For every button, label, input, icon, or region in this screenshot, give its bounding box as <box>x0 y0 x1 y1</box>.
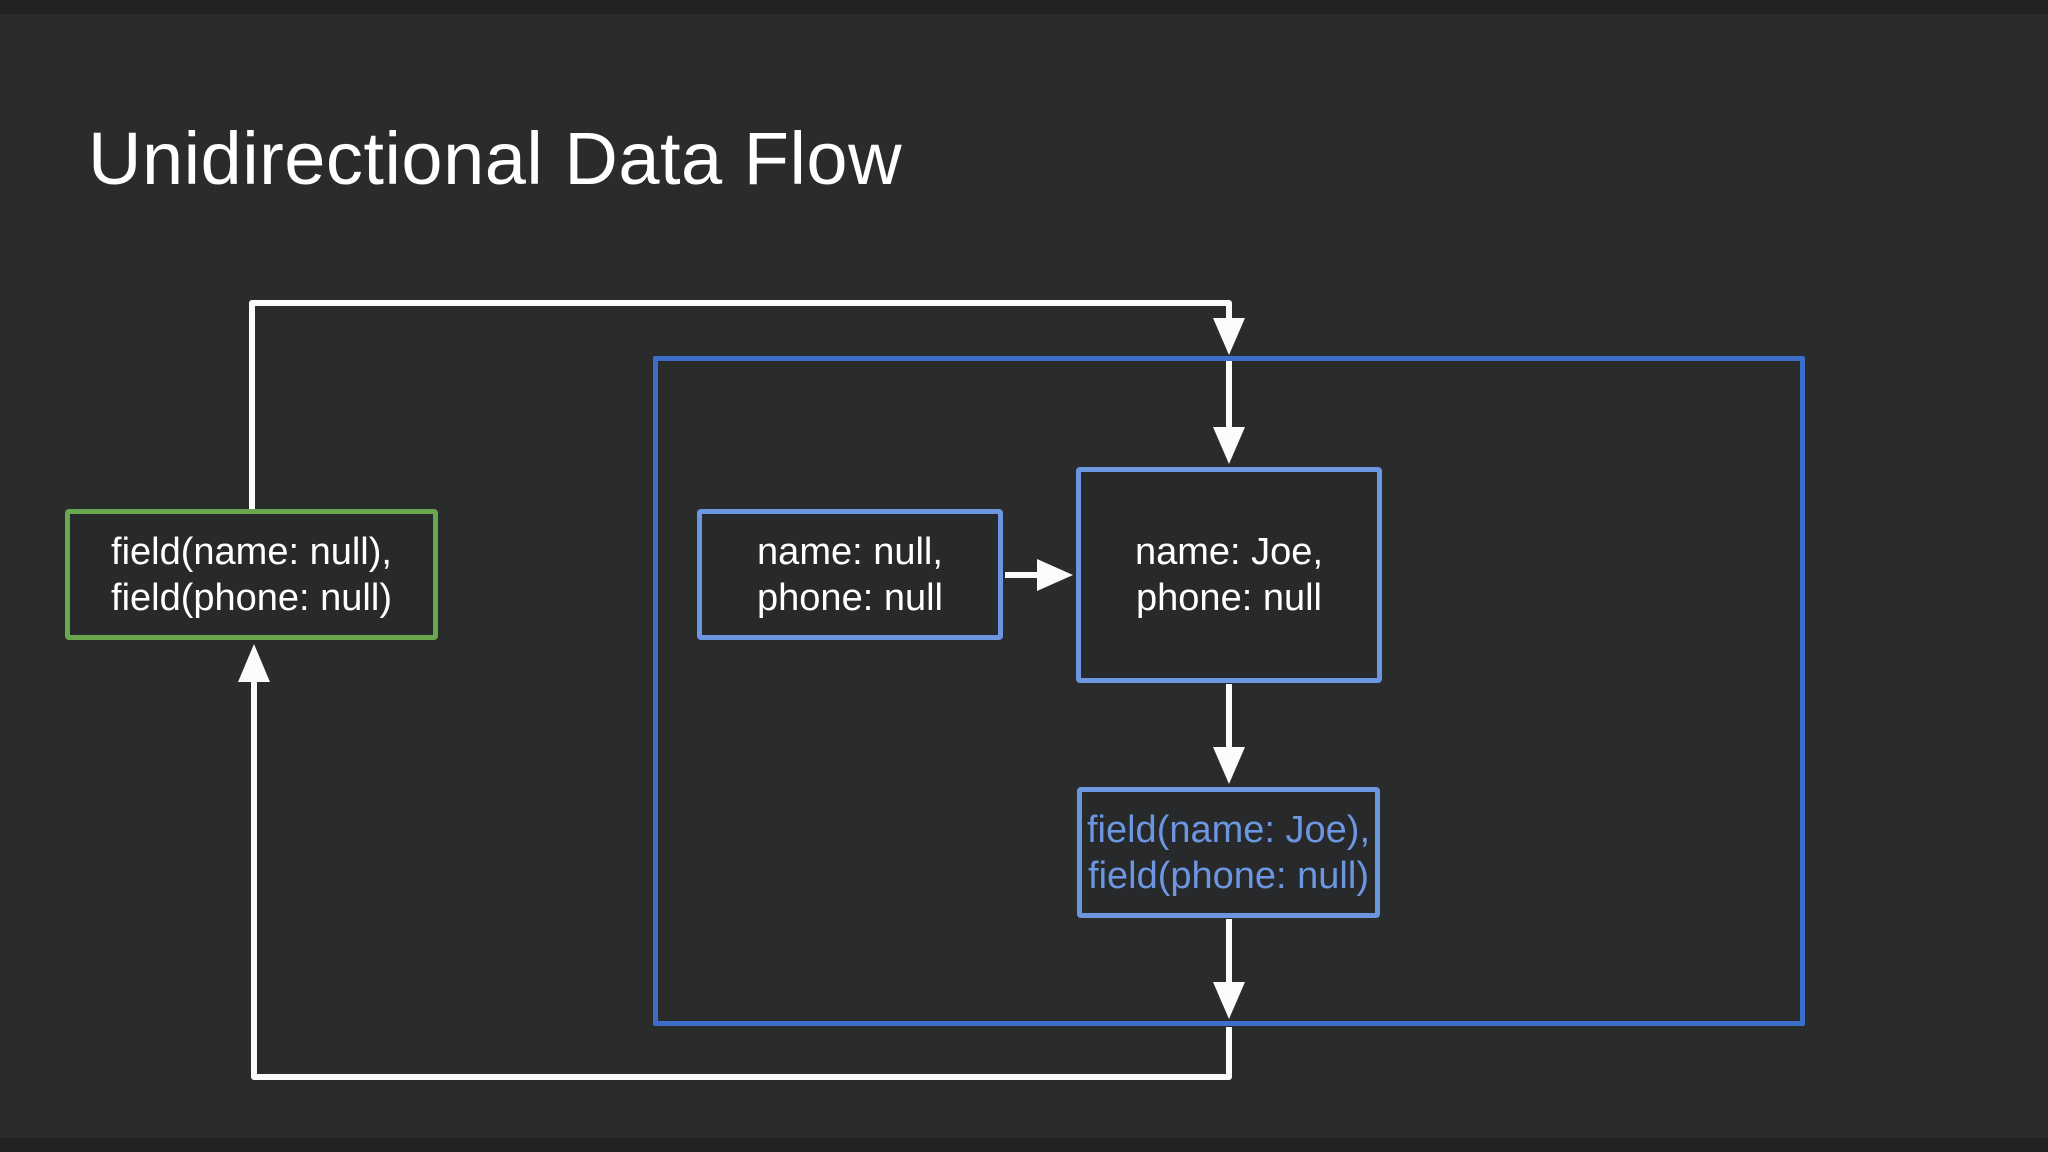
fields-joe-line-1: field(name: Joe), <box>1086 808 1370 851</box>
state-null-box: name: null, phone: null <box>697 509 1003 640</box>
letterbox-bar-bottom <box>0 1138 2048 1152</box>
fields-null-line-1: field(name: null), <box>111 530 392 573</box>
state-joe-line-1: name: Joe, <box>1135 531 1323 573</box>
fields-null-line-2: field(phone: null) <box>111 576 392 619</box>
arrow-line-green-to-container <box>249 300 1232 509</box>
fields-joe-line-2: field(phone: null) <box>1088 854 1369 897</box>
arrowhead-into-container-top <box>1213 318 1245 355</box>
fields-null-box: field(name: null), field(phone: null) <box>65 509 438 640</box>
state-null-line-2: phone: null <box>757 576 943 619</box>
slide-title: Unidirectional Data Flow <box>88 117 903 200</box>
arrowhead-into-fields-joe-top <box>1213 747 1245 784</box>
letterbox-bar-top <box>0 0 2048 14</box>
arrowhead-into-container-bottom <box>1213 982 1245 1019</box>
arrowhead-into-state-joe-top <box>1213 427 1245 464</box>
component-boundary-rect <box>653 356 1805 1026</box>
arrowhead-into-state-joe-left <box>1037 559 1073 591</box>
state-joe-box: name: Joe, phone: null <box>1076 467 1382 683</box>
arrowhead-into-green-bottom <box>238 644 270 682</box>
arrow-line-container-to-green <box>251 680 1232 1080</box>
fields-joe-box: field(name: Joe), field(phone: null) <box>1077 787 1380 918</box>
state-joe-line-2: phone: null <box>1136 577 1322 619</box>
state-null-line-1: name: null, <box>757 530 943 573</box>
